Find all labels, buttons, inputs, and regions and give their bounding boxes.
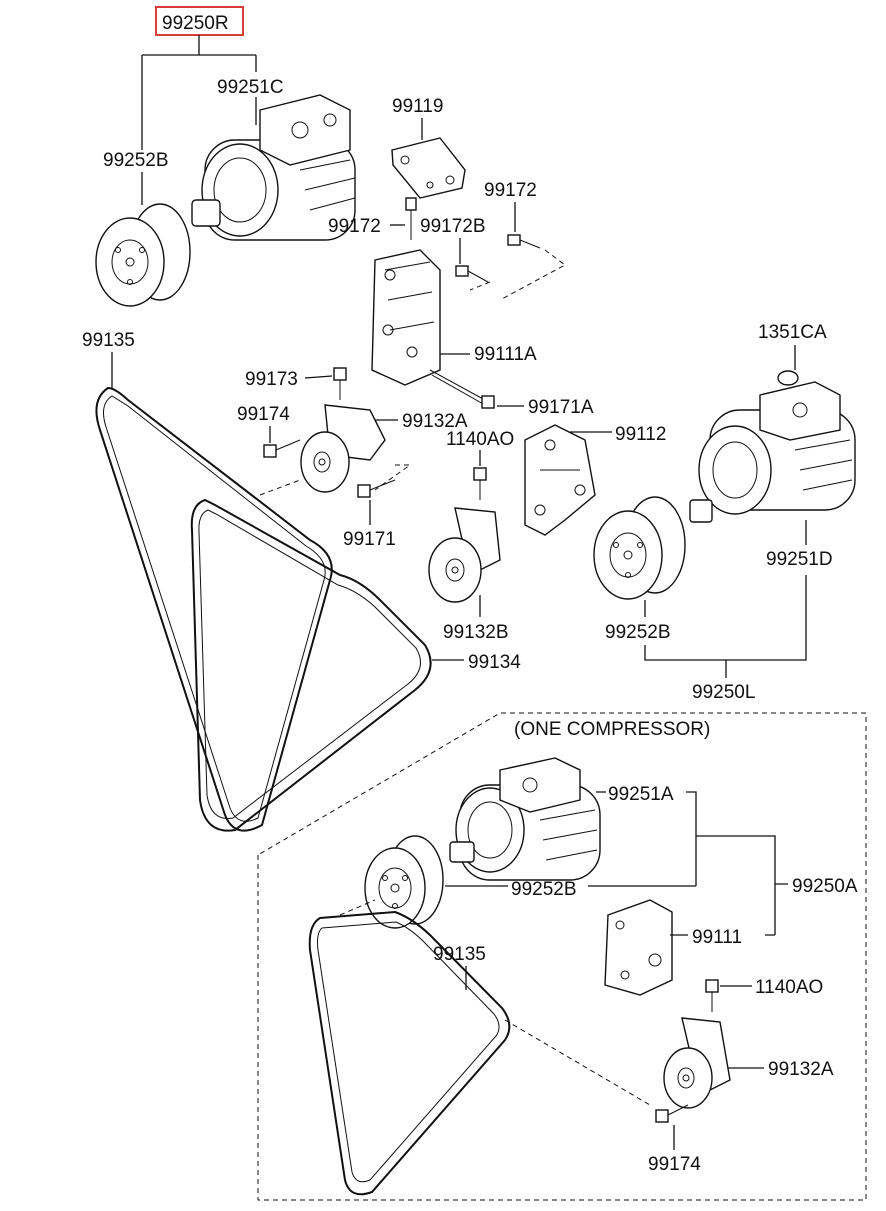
- dash-bolts-top: [469, 249, 566, 301]
- label-99119[interactable]: 99119: [392, 96, 443, 117]
- label-99252B-bot[interactable]: 99252B: [511, 879, 577, 900]
- idler-99132B[interactable]: [428, 507, 501, 603]
- label-99111[interactable]: 99111: [692, 927, 742, 948]
- label-99250R[interactable]: 99250R: [162, 13, 229, 34]
- compressor-99251C[interactable]: [191, 94, 356, 241]
- leader-99173: [304, 375, 333, 379]
- label-99134[interactable]: 99134: [468, 652, 521, 673]
- label-99135-bot[interactable]: 99135: [433, 944, 486, 965]
- label-99250L[interactable]: 99250L: [692, 682, 755, 703]
- belt-99134-inner: [198, 509, 421, 820]
- bolt-99172-left[interactable]: [405, 197, 417, 240]
- label-99135-top[interactable]: 99135: [82, 330, 135, 351]
- label-99174-top[interactable]: 99174: [237, 404, 290, 425]
- leader-99250R: [141, 35, 257, 150]
- bolt-99172B[interactable]: [455, 265, 489, 283]
- label-99251D[interactable]: 99251D: [766, 549, 833, 570]
- label-99174-bot[interactable]: 99174: [648, 1154, 701, 1175]
- label-99251A[interactable]: 99251A: [608, 784, 674, 805]
- dash-tensioner-top: [259, 464, 412, 496]
- tensioner-99132A-top[interactable]: [300, 404, 386, 493]
- bolt-99171A[interactable]: [429, 369, 495, 409]
- label-99172B[interactable]: 99172B: [420, 216, 486, 237]
- label-99172-left[interactable]: 99172: [328, 216, 381, 237]
- label-99251C[interactable]: 99251C: [217, 77, 284, 98]
- leader-99250L: [644, 575, 807, 678]
- belt-99135-bot[interactable]: [308, 910, 511, 1196]
- bolt-99174-top[interactable]: [263, 439, 301, 458]
- pulley-99252B-mid[interactable]: [593, 496, 686, 600]
- leader-99250A: [696, 835, 788, 935]
- bracket-99111[interactable]: [604, 899, 673, 996]
- washer-1351CA[interactable]: [777, 370, 799, 386]
- belt-99135-top[interactable]: [95, 386, 333, 832]
- label-99132A-bot[interactable]: 99132A: [768, 1059, 834, 1080]
- label-99132B[interactable]: 99132B: [443, 622, 509, 643]
- bracket-99111A[interactable]: [371, 249, 441, 386]
- bracket-99112[interactable]: [524, 424, 596, 536]
- bracket-plate-99119[interactable]: [391, 137, 466, 199]
- label-1140AO-bot[interactable]: 1140AO: [755, 977, 823, 998]
- pulley-99252B-top[interactable]: [95, 203, 191, 307]
- label-1351CA[interactable]: 1351CA: [758, 322, 827, 343]
- label-99173[interactable]: 99173: [245, 369, 298, 390]
- dash-belt-bot: [339, 899, 651, 1106]
- label-1140AO-top[interactable]: 1140AO: [446, 429, 514, 450]
- label-99252B-mid[interactable]: 99252B: [605, 622, 671, 643]
- compressor-99251D[interactable]: [689, 381, 856, 523]
- tensioner-99132A-bot[interactable]: [663, 1017, 731, 1109]
- belt-99135-bot-inner: [317, 921, 500, 1183]
- leader-99251A: [596, 791, 697, 886]
- one-compressor-title: (ONE COMPRESSOR): [514, 719, 710, 740]
- compressor-99251A[interactable]: [449, 757, 601, 881]
- label-99112[interactable]: 99112: [615, 424, 666, 445]
- bolt-99174-bot[interactable]: [655, 1104, 689, 1123]
- bolt-1140AO-top[interactable]: [473, 467, 487, 500]
- label-99111A[interactable]: 99111A: [474, 344, 537, 365]
- label-99171[interactable]: 99171: [343, 529, 396, 550]
- bolt-99173[interactable]: [333, 367, 347, 400]
- belt-99134[interactable]: [190, 498, 432, 832]
- label-99252B-top[interactable]: 99252B: [103, 150, 169, 171]
- bolt-1140AO-bot[interactable]: [705, 979, 719, 1012]
- label-99132A-top[interactable]: 99132A: [402, 411, 468, 432]
- bolt-99172-right[interactable]: [507, 234, 541, 249]
- label-99171A[interactable]: 99171A: [528, 397, 594, 418]
- pulley-99252B-bot[interactable]: [364, 835, 444, 929]
- label-99250A[interactable]: 99250A: [792, 876, 858, 897]
- bolt-99171[interactable]: [357, 479, 396, 498]
- label-99172-right[interactable]: 99172: [484, 180, 537, 201]
- belt-99135-top-inner: [102, 395, 326, 822]
